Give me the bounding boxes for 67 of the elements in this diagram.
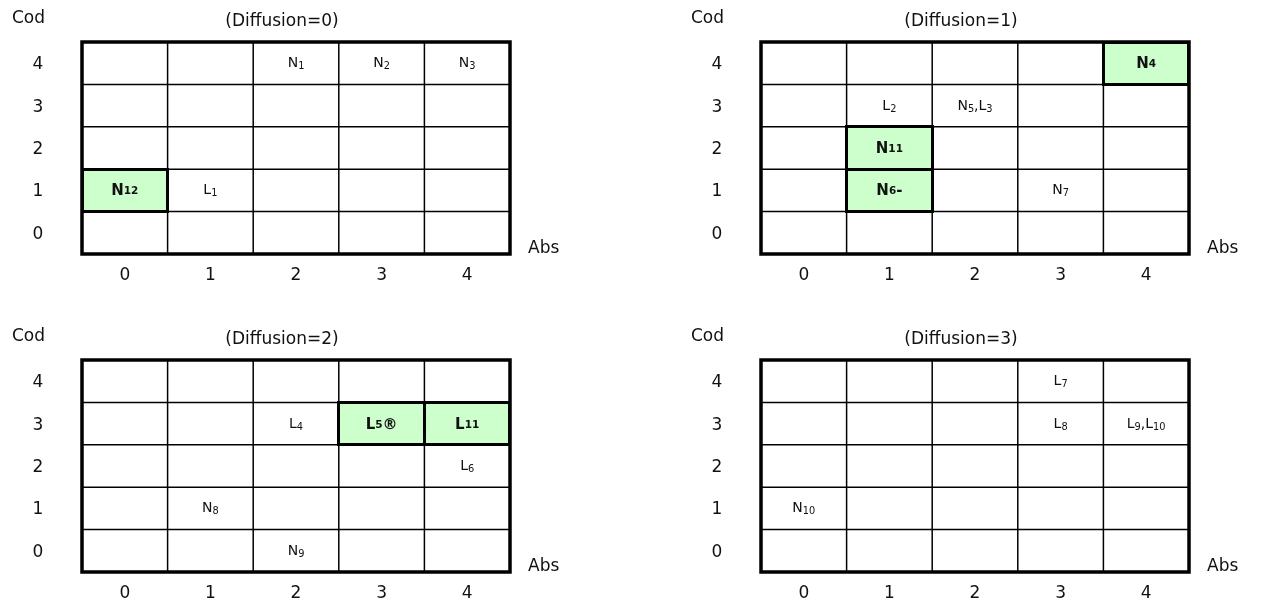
row-number: 1	[32, 181, 44, 200]
axis-title: Abs	[528, 238, 560, 257]
column-number: 3	[376, 264, 387, 284]
axis-title: Cod	[691, 8, 725, 27]
column-number: 0	[798, 264, 810, 284]
row-number: 0	[711, 541, 723, 561]
axis-title: Cod	[12, 326, 46, 345]
row-number: 0	[32, 223, 44, 243]
row-number: 3	[711, 414, 723, 433]
cell-text: N$_{9}$	[287, 542, 305, 560]
column-number: 3	[1055, 582, 1066, 602]
axis-title: Cod	[12, 8, 46, 27]
cell-text: L$_{6}$	[460, 457, 475, 475]
row-number: 3	[32, 414, 44, 433]
cell-text: N$_{2}$	[373, 54, 390, 72]
column-number: 4	[461, 582, 473, 602]
cell-text: L$_{1}$	[203, 182, 218, 199]
cell-text: N$_{10}$	[792, 500, 816, 517]
cell-text: N$_{5}$,L$_{3}$	[957, 97, 993, 114]
cell-text: L$_{9}$,L$_{10}$	[1126, 415, 1166, 432]
column-number: 1	[205, 582, 216, 602]
row-number: 1	[711, 499, 723, 518]
chart-title: (Diffusion=1)	[904, 10, 1018, 30]
column-number: 3	[1055, 264, 1066, 284]
row-number: 0	[32, 541, 44, 561]
cell-text: L$_{4}$	[289, 415, 303, 432]
row-number: 4	[711, 53, 723, 73]
axis-title: Abs	[1207, 238, 1239, 257]
column-number: 4	[1140, 582, 1152, 602]
row-number: 1	[32, 499, 44, 518]
axis-title: Abs	[528, 556, 560, 575]
row-number: 0	[711, 223, 723, 243]
column-number: 2	[969, 582, 981, 602]
column-number: 2	[969, 264, 981, 284]
column-number: 4	[461, 264, 473, 284]
cell-text: L$_{2}$	[882, 97, 897, 114]
cell-text: N$_{8}$	[202, 500, 219, 517]
chart-title: (Diffusion=0)	[225, 10, 339, 30]
column-number: 0	[119, 582, 131, 602]
row-number: 2	[32, 138, 44, 158]
row-number: 3	[32, 96, 44, 115]
cell-text: N$_{3}$	[458, 54, 476, 72]
row-number: 4	[32, 53, 44, 73]
axis-title: Cod	[691, 326, 725, 345]
cell-text: N$_{7}$	[1052, 182, 1069, 199]
cell-text: L$_{7}$	[1053, 372, 1068, 390]
cell-text: L$_{8}$	[1053, 415, 1068, 432]
column-number: 3	[376, 582, 387, 602]
axis-title: Abs	[1207, 556, 1239, 575]
column-number: 0	[119, 264, 131, 284]
row-number: 2	[32, 456, 44, 476]
chart-title: (Diffusion=3)	[904, 328, 1018, 348]
column-number: 1	[884, 264, 895, 284]
row-number: 4	[711, 371, 723, 391]
column-number: 0	[798, 582, 810, 602]
column-number: 4	[1140, 264, 1152, 284]
row-number: 2	[711, 456, 723, 476]
row-number: 3	[711, 96, 723, 115]
row-number: 2	[711, 138, 723, 158]
column-number: 2	[290, 582, 302, 602]
column-number: 1	[884, 582, 895, 602]
cell-text: N$_{1}$	[287, 54, 305, 72]
row-number: 1	[711, 181, 723, 200]
row-number: 4	[32, 371, 44, 391]
column-number: 1	[205, 264, 216, 284]
chart-title: (Diffusion=2)	[225, 328, 339, 348]
column-number: 2	[290, 264, 302, 284]
